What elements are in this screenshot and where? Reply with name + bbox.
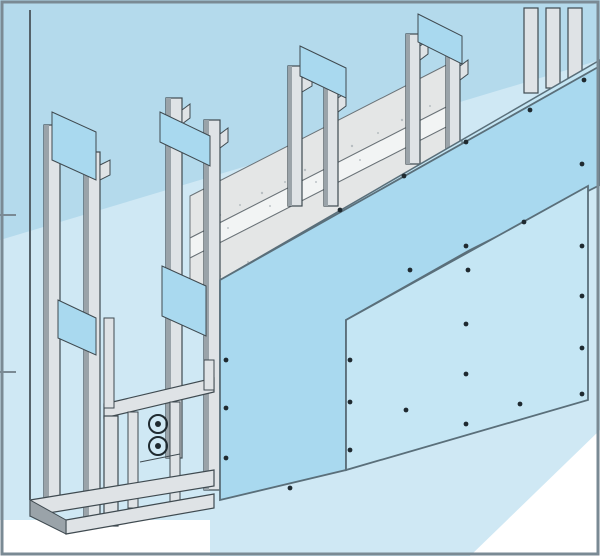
board-screws: [223, 77, 587, 491]
acoustic-pads: [51, 13, 463, 356]
gypsum-board-front: [219, 64, 600, 502]
steel-stud-3: [287, 65, 339, 207]
floor-track: [29, 469, 215, 535]
pipe-fitting-icon: [148, 414, 168, 434]
steel-stud-5: [523, 7, 583, 94]
